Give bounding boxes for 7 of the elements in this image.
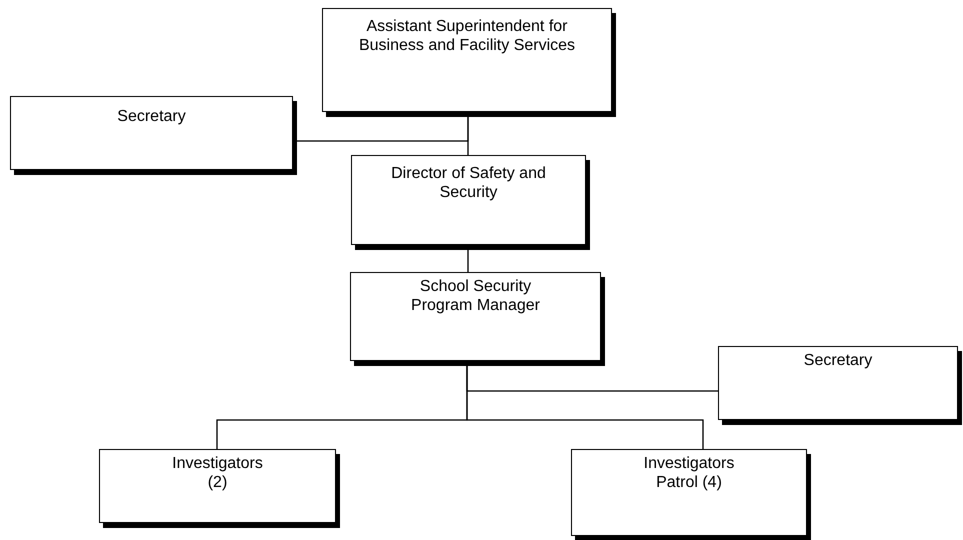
role-title: Assistant Superintendent for Business and Facility Services [358, 17, 576, 55]
role-title: Director of Safety and Security [390, 164, 547, 202]
role-title: Investigators Patrol (4) [642, 454, 736, 492]
role-title: School Security Program Manager [410, 277, 541, 315]
role-title: Secretary [116, 107, 187, 126]
role-title: Investigators (2) [171, 454, 264, 492]
role-title: Secretary [802, 351, 874, 370]
